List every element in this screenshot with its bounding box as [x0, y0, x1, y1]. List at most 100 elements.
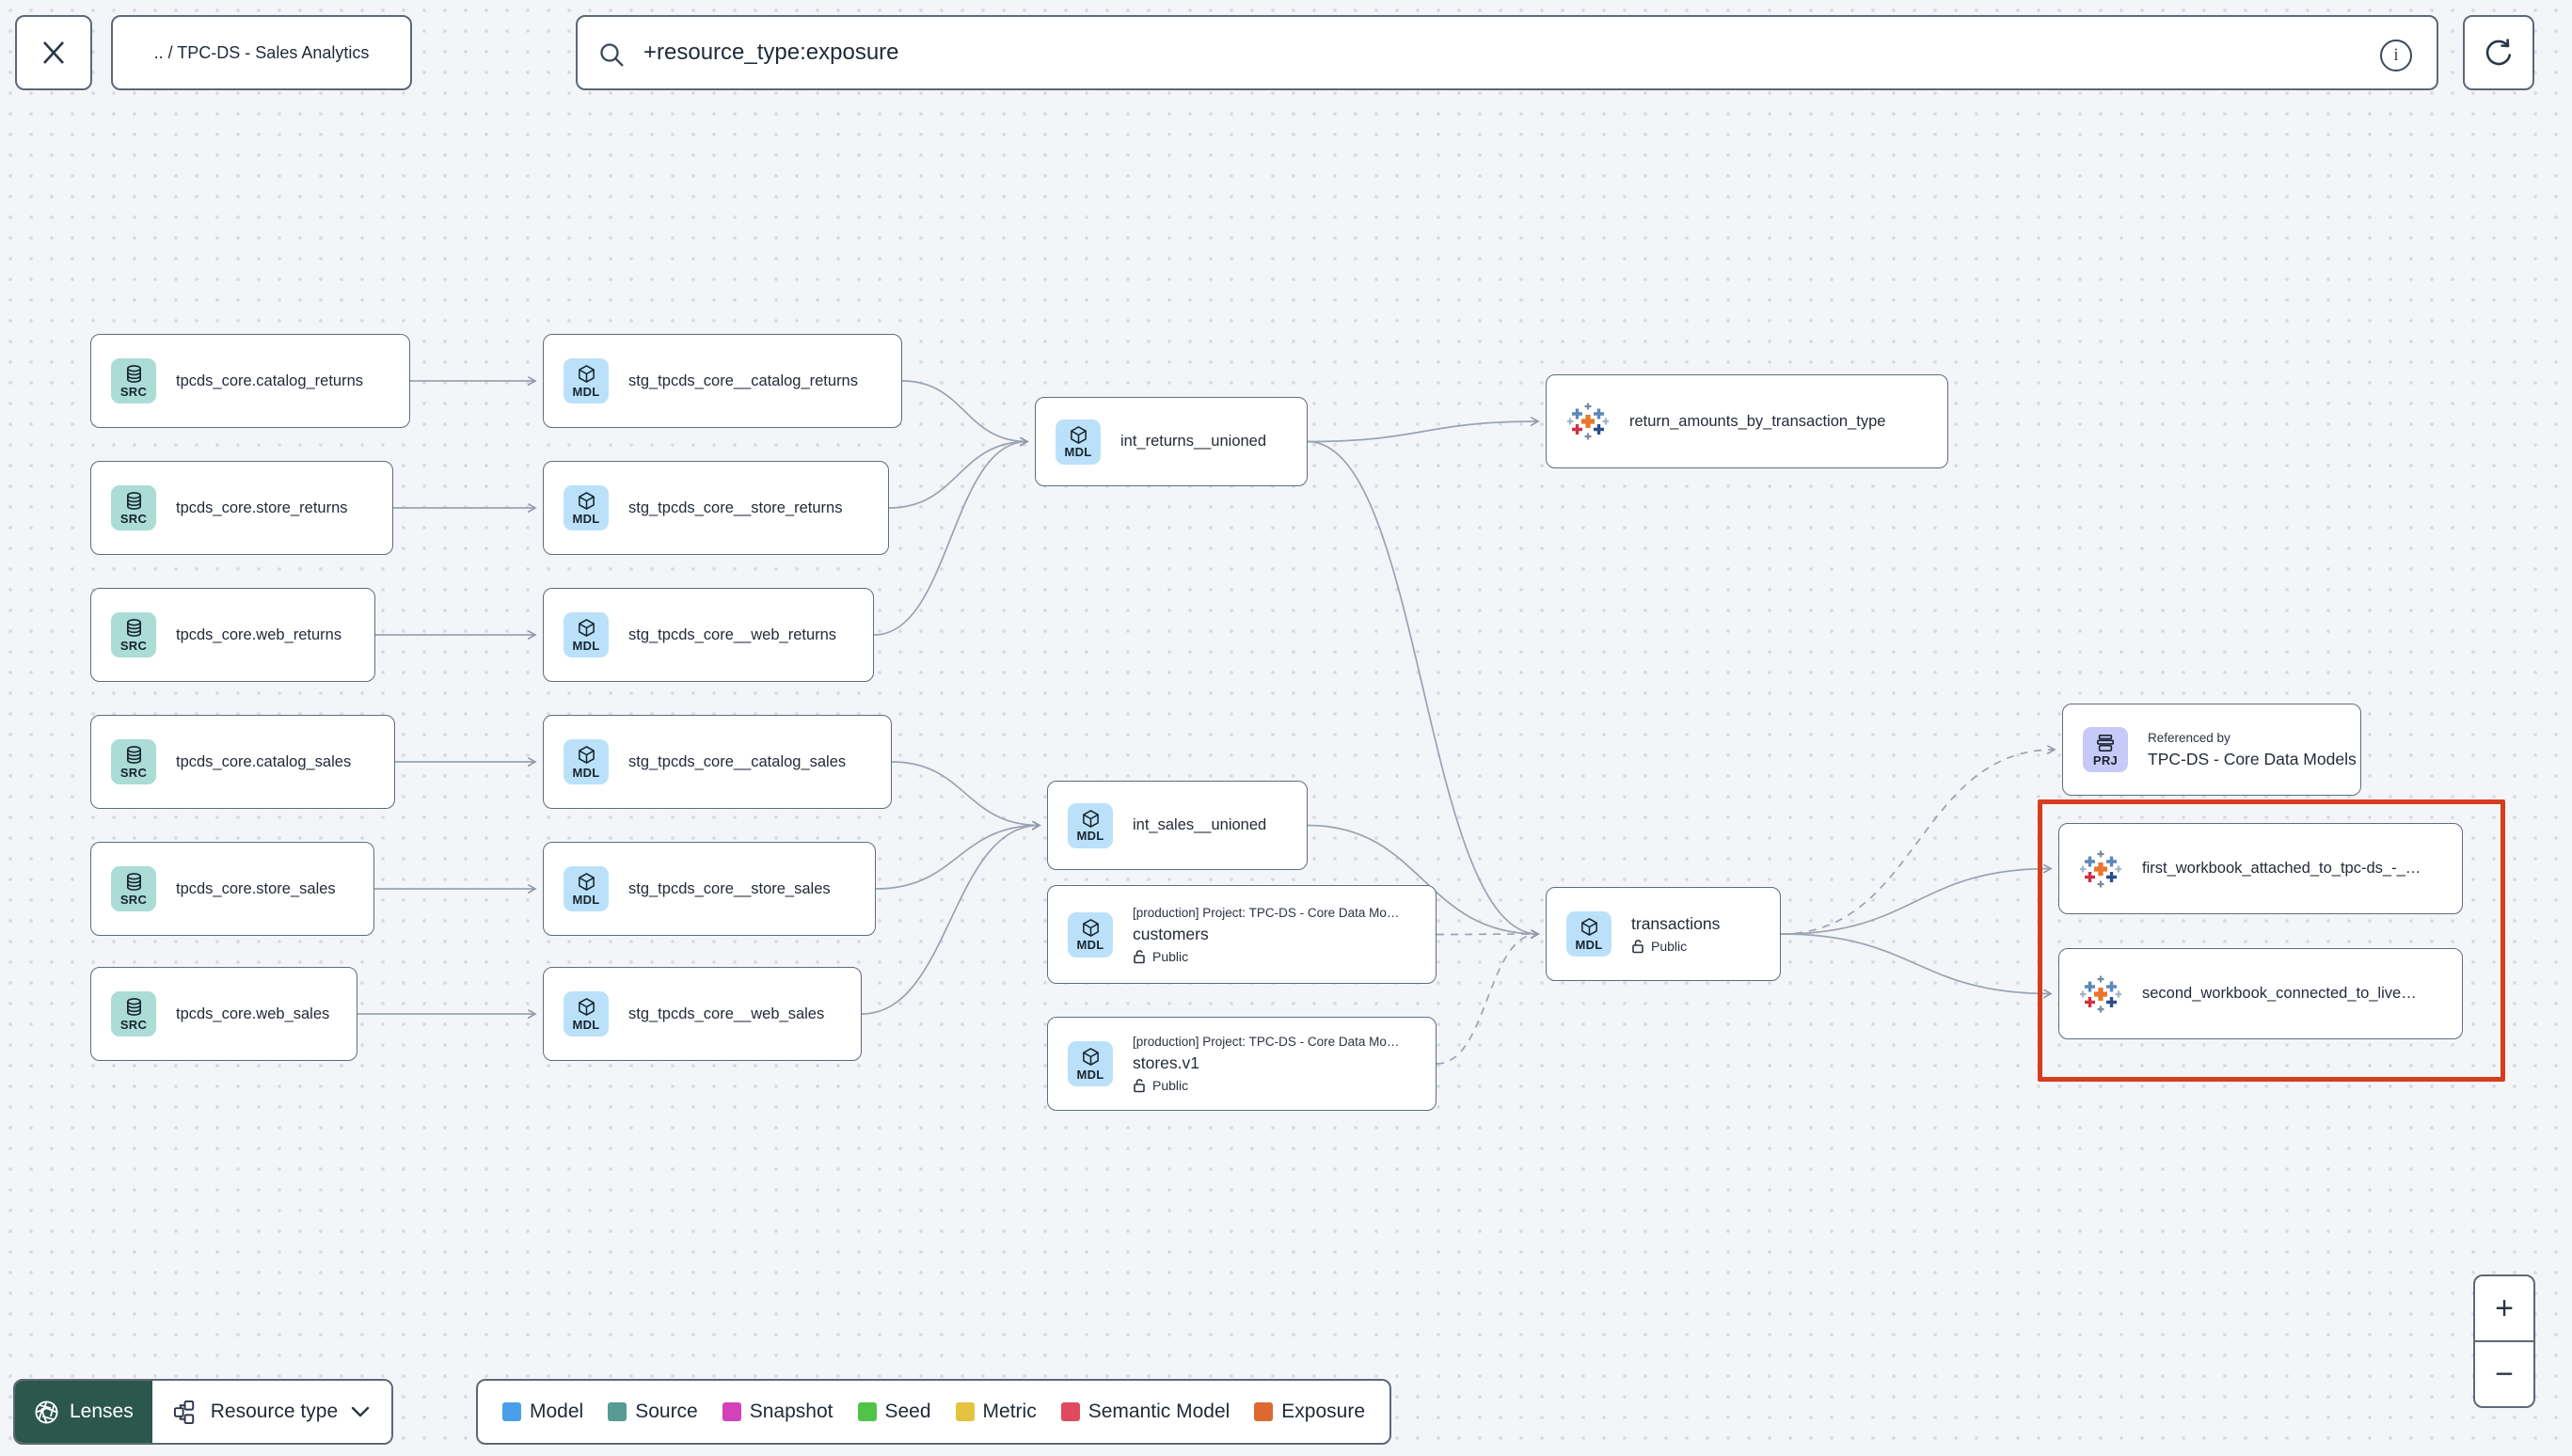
legend-swatch — [722, 1402, 741, 1421]
node-label: return_amounts_by_transaction_type — [1629, 412, 1886, 430]
node-access: Public — [1133, 949, 1399, 964]
node-access: Public — [1133, 1078, 1399, 1093]
src-badge: SRC — [111, 358, 156, 404]
node-int_sales_unioned[interactable]: MDL int_sales__unioned — [1047, 781, 1308, 870]
node-label: stg_tpcds_core__store_sales — [628, 879, 831, 897]
node-src_catalog_sales[interactable]: SRC tpcds_core.catalog_sales — [90, 715, 395, 809]
chevron-down-icon — [350, 1405, 371, 1418]
cube-icon — [1069, 425, 1088, 444]
legend-label: Metric — [982, 1401, 1037, 1422]
mdl-badge: MDL — [564, 358, 609, 404]
breadcrumb[interactable]: .. / TPC-DS - Sales Analytics — [111, 15, 412, 90]
node-label: stg_tpcds_core__catalog_returns — [628, 372, 858, 389]
node-label: stores.v1 — [1133, 1053, 1199, 1072]
mdl-badge: MDL — [564, 485, 609, 530]
database-icon — [124, 873, 144, 892]
legend-label: Semantic Model — [1088, 1401, 1230, 1422]
zoom-controls: + − — [2473, 1274, 2535, 1408]
legend-item: Exposure — [1254, 1401, 1365, 1423]
node-context: [production] Project: TPC-DS - Core Data… — [1133, 905, 1400, 920]
tableau-icon — [2079, 973, 2122, 1016]
cube-icon — [1081, 809, 1101, 828]
lenses-button[interactable]: Lenses — [15, 1381, 152, 1443]
database-icon — [124, 492, 144, 511]
node-mdl_customers[interactable]: MDL[production] Project: TPC-DS - Core D… — [1047, 885, 1437, 984]
node-label: tpcds_core.web_sales — [176, 1005, 330, 1022]
mdl-badge: MDL — [1566, 911, 1611, 957]
node-label: transactions — [1631, 914, 1721, 933]
database-icon — [124, 746, 144, 765]
node-label: int_returns__unioned — [1120, 433, 1267, 450]
database-icon — [124, 998, 144, 1017]
node-label: tpcds_core.catalog_sales — [176, 752, 352, 770]
mdl-badge: MDL — [564, 991, 609, 1037]
src-badge: SRC — [111, 485, 156, 530]
lens-controls: Lenses Resource type — [13, 1379, 394, 1445]
node-label: stg_tpcds_core__web_returns — [628, 625, 837, 643]
legend-swatch — [955, 1402, 975, 1421]
legend-item: Semantic Model — [1060, 1401, 1230, 1423]
refresh-button[interactable] — [2463, 15, 2534, 90]
zoom-out-button[interactable]: − — [2495, 1355, 2514, 1392]
legend-item: Seed — [857, 1401, 931, 1423]
database-icon — [124, 619, 144, 638]
src-badge: SRC — [111, 866, 156, 911]
tableau-icon — [1566, 400, 1610, 443]
legend-item: Snapshot — [722, 1401, 834, 1423]
legend-item: Metric — [955, 1401, 1037, 1423]
legend-label: Seed — [884, 1401, 931, 1422]
src-badge: SRC — [111, 739, 156, 784]
resource-type-dropdown[interactable]: Resource type — [151, 1381, 392, 1443]
zoom-in-button[interactable]: + — [2475, 1276, 2533, 1342]
node-stg_store_returns[interactable]: MDL stg_tpcds_core__store_returns — [543, 461, 889, 555]
node-stg_web_returns[interactable]: MDL stg_tpcds_core__web_returns — [543, 588, 874, 682]
node-stg_catalog_returns[interactable]: MDL stg_tpcds_core__catalog_returns — [543, 334, 902, 428]
node-mdl_transactions[interactable]: MDL transactions Public — [1546, 887, 1781, 981]
node-label: stg_tpcds_core__store_returns — [628, 499, 843, 516]
node-label: tpcds_core.catalog_returns — [176, 372, 364, 389]
mdl-badge: MDL — [564, 739, 609, 784]
legend: Model Source Snapshot Seed Metric Semant… — [476, 1379, 1392, 1445]
node-src_catalog_returns[interactable]: SRC tpcds_core.catalog_returns — [90, 334, 410, 428]
node-int_returns_unioned[interactable]: MDL int_returns__unioned — [1035, 397, 1308, 486]
node-label: int_sales__unioned — [1133, 816, 1267, 833]
legend-swatch — [608, 1402, 627, 1421]
node-access: Public — [1631, 939, 1720, 954]
node-label: first_workbook_attached_to_tpc-ds_-_… — [2142, 860, 2421, 877]
cube-icon — [577, 873, 596, 892]
node-src_web_sales[interactable]: SRC tpcds_core.web_sales — [90, 967, 357, 1061]
cube-icon — [1081, 918, 1101, 937]
close-button[interactable] — [15, 15, 92, 90]
node-exp_second_workbook[interactable]: second_workbook_connected_to_live… — [2058, 948, 2463, 1039]
legend-swatch — [1254, 1402, 1274, 1421]
cube-icon — [1081, 1048, 1101, 1067]
node-context: [production] Project: TPC-DS - Core Data… — [1133, 1035, 1400, 1049]
legend-label: Exposure — [1281, 1401, 1366, 1422]
close-icon — [40, 39, 68, 67]
mdl-badge: MDL — [564, 612, 609, 657]
mdl-badge: MDL — [1068, 802, 1113, 848]
node-label: second_workbook_connected_to_live… — [2142, 985, 2417, 1002]
mdl-badge: MDL — [1056, 419, 1101, 465]
node-mdl_stores_v1[interactable]: MDL[production] Project: TPC-DS - Core D… — [1047, 1017, 1437, 1111]
legend-swatch — [857, 1402, 877, 1421]
legend-swatch — [502, 1402, 521, 1421]
info-icon[interactable]: i — [2380, 40, 2412, 71]
lock-open-icon — [1133, 949, 1146, 964]
legend-label: Snapshot — [749, 1401, 834, 1422]
src-badge: SRC — [111, 991, 156, 1037]
cube-icon — [577, 619, 596, 638]
node-exp_return_amounts[interactable]: return_amounts_by_transaction_type — [1546, 374, 1948, 468]
refresh-icon — [2482, 36, 2516, 70]
search-input[interactable] — [578, 17, 2437, 88]
node-exp_first_workbook[interactable]: first_workbook_attached_to_tpc-ds_-_… — [2058, 823, 2463, 914]
